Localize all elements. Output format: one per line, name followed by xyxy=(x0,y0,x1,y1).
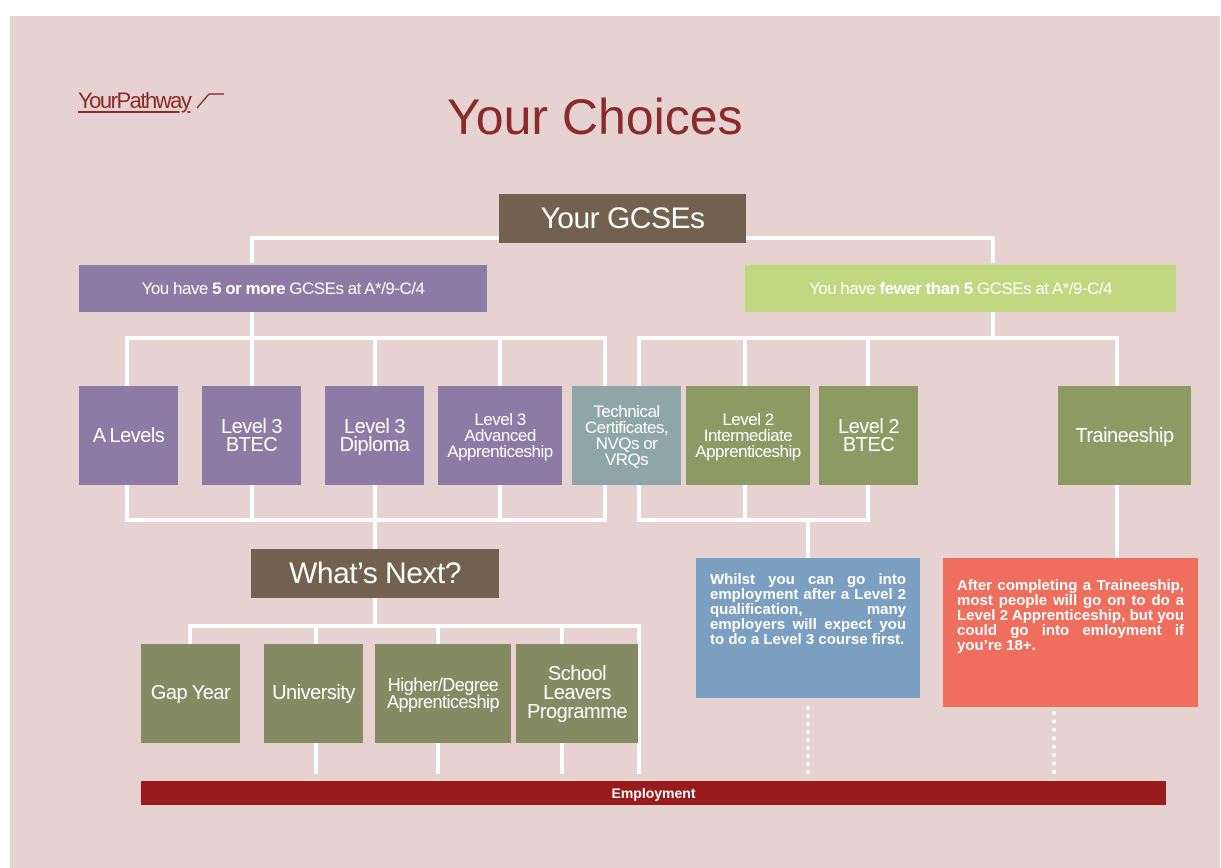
qualification-level-3-advanced-apprenticeship: Level 3 Advanced Apprenticeship xyxy=(438,386,562,485)
dotted-connector xyxy=(806,706,810,774)
traineeship-info-note: After completing a Traineeship, most peo… xyxy=(943,558,1198,707)
connector xyxy=(125,336,129,386)
connector xyxy=(373,336,377,386)
connector xyxy=(188,624,641,628)
connector xyxy=(603,336,607,386)
next-option-university: University xyxy=(264,644,363,743)
connector xyxy=(314,743,318,774)
branch-5-or-more-label: You have 5 or more GCSEs at A*/9-C/4 xyxy=(141,278,425,298)
connector xyxy=(498,336,502,386)
connector xyxy=(250,312,254,338)
connector xyxy=(314,624,318,644)
connector xyxy=(991,236,995,263)
connector xyxy=(743,485,747,522)
page-title: Your Choices xyxy=(447,89,743,145)
next-option-gap-year: Gap Year xyxy=(141,644,240,743)
connector xyxy=(637,518,870,522)
brand-logo-text: YourPathway xyxy=(78,88,192,113)
connector xyxy=(373,485,377,522)
gcses-root-box: Your GCSEs xyxy=(499,194,746,243)
connector xyxy=(250,336,254,386)
connector xyxy=(991,312,995,338)
connector xyxy=(637,624,641,774)
connector xyxy=(250,236,254,263)
connector xyxy=(637,336,641,386)
employment-label: Employment xyxy=(611,785,696,801)
connector xyxy=(866,336,870,386)
connector xyxy=(125,518,607,522)
connector xyxy=(373,598,377,626)
connector xyxy=(188,624,192,644)
connector xyxy=(866,485,870,522)
connector xyxy=(250,485,254,522)
connector xyxy=(560,624,564,644)
qualification-technical-certificates: Technical Certificates, NVQs or VRQs xyxy=(572,386,681,485)
connector xyxy=(637,485,641,522)
connector xyxy=(1115,336,1119,386)
whats-next-box: What’s Next? xyxy=(251,549,499,598)
gcses-root-label: Your GCSEs xyxy=(540,201,705,235)
qualification-level-3-diploma: Level 3 Diploma xyxy=(325,386,424,485)
level-2-info-note: Whilst you can go into employment after … xyxy=(696,558,920,698)
branch-fewer-than-5-label: You have fewer than 5 GCSEs at A*/9-C/4 xyxy=(808,278,1113,298)
connector xyxy=(125,336,607,340)
branch-5-or-more: You have 5 or more GCSEs at A*/9-C/4 xyxy=(79,265,487,312)
connector xyxy=(560,743,564,774)
connector xyxy=(436,624,440,644)
whats-next-label: What’s Next? xyxy=(289,556,461,590)
brand-arrow-icon xyxy=(196,93,224,109)
connector xyxy=(250,236,499,240)
connector xyxy=(603,485,607,522)
diagram-canvas: YourPathway Your Choices Your GCSEs You … xyxy=(10,16,1220,868)
connector xyxy=(436,743,440,774)
next-option-higher-degree-apprenticeship: Higher/Degree Apprenticeship xyxy=(375,644,511,743)
qualification-level-2-btec: Level 2 BTEC xyxy=(819,386,918,485)
branch-fewer-than-5: You have fewer than 5 GCSEs at A*/9-C/4 xyxy=(745,265,1176,312)
qualification-a-levels: A Levels xyxy=(79,386,178,485)
connector xyxy=(1115,485,1119,558)
next-option-school-leavers-programme: School Leavers Programme xyxy=(516,644,638,743)
connector xyxy=(373,518,377,550)
connector xyxy=(637,336,1119,340)
employment-bar: Employment xyxy=(141,781,1166,805)
connector xyxy=(806,518,810,558)
qualification-traineeship: Traineeship xyxy=(1058,386,1191,485)
qualification-level-3-btec: Level 3 BTEC xyxy=(202,386,301,485)
connector xyxy=(746,236,995,240)
connector xyxy=(743,336,747,386)
connector xyxy=(498,485,502,522)
qualification-level-2-intermediate-apprenticeship: Level 2 Intermediate Apprenticeship xyxy=(686,386,810,485)
connector xyxy=(125,485,129,522)
brand-logo: YourPathway xyxy=(78,88,225,114)
dotted-connector xyxy=(1052,711,1056,774)
